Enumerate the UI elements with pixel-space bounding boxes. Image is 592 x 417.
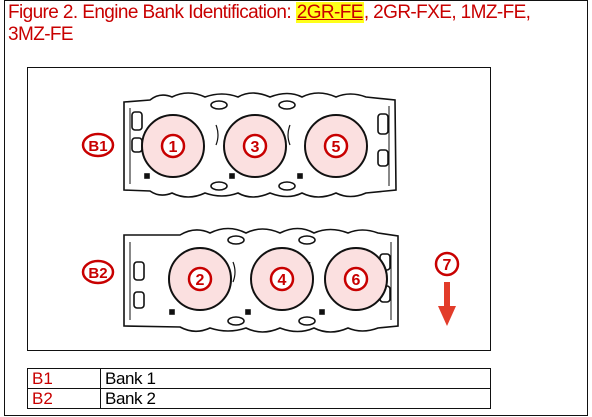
legend-code: B1 [27,368,101,389]
bank2-cylinders: 2 4 6 [168,247,388,311]
bank1-cylinders: 1 3 5 [141,114,368,178]
callout-cyl-2 [187,266,213,292]
bank2-label: B2 [88,265,107,282]
callout-cyl-1 [160,133,186,159]
front-label: 7 [443,257,452,274]
callout-cyl-4 [269,266,295,292]
front-arrow-icon [438,282,456,326]
callout-cyl-3 [242,133,268,159]
cyl-5-number: 5 [332,139,341,156]
cyl-6-number: 6 [352,272,361,289]
callout-cyl-6 [343,266,369,292]
figure-frame [4,0,588,416]
callout-b1 [81,132,115,158]
cyl-3-number: 3 [251,139,260,156]
bank1-gasket [123,92,397,198]
title-highlight-text: 2GR-FE [296,2,364,23]
cyl-4-number: 4 [278,272,287,289]
callout-b2 [81,259,115,285]
title-suffix: , 2GR-FXE, 1MZ-FE, [363,2,531,23]
cyl-1-number: 1 [169,139,178,156]
figure-title: Figure 2. Engine Bank Identification: 2G… [8,2,584,46]
cyl-2-number: 2 [196,272,205,289]
title-line2: 3MZ-FE [8,24,74,45]
title-prefix: Figure 2. Engine Bank Identification: [8,2,296,23]
legend-label: Bank 2 [100,388,491,409]
callout-front [434,251,460,277]
legend-row: B1 Bank 1 [27,368,491,389]
title-highlight: 2GR-FE [295,2,364,23]
bank1-label: B1 [88,138,107,155]
callout-cyl-5 [323,133,349,159]
legend-code: B2 [27,388,101,409]
legend-label: Bank 1 [100,368,491,389]
legend-row: B2 Bank 2 [27,388,491,409]
bank-legend-table: B1 Bank 1 B2 Bank 2 [27,368,491,409]
